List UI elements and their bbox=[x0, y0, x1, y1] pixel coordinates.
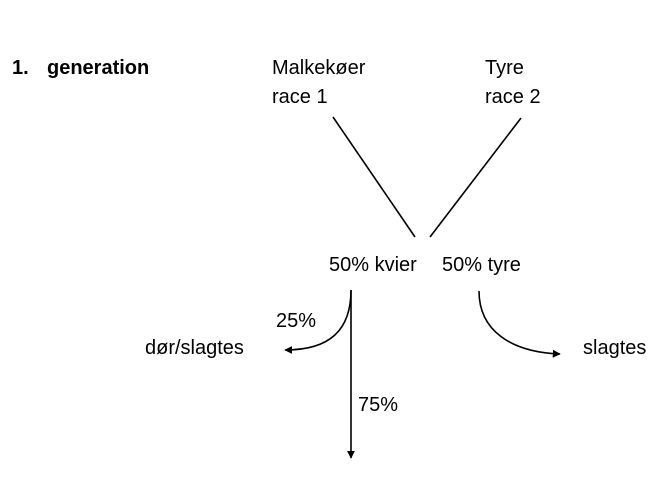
bull-slaughter-arrow bbox=[478, 290, 561, 358]
parent-left-line1: Malkekøer bbox=[272, 57, 366, 79]
heifer-keep-percent: 75% bbox=[358, 394, 399, 416]
offspring-bulls-label: 50% tyre bbox=[442, 254, 521, 276]
heifer-loss-percent: 25% bbox=[276, 310, 317, 332]
generation-number: 1. bbox=[12, 57, 29, 79]
offspring-heifers-label: 50% kvier bbox=[329, 254, 417, 276]
generation-label: generation bbox=[47, 57, 150, 79]
parent-right-connector bbox=[429, 117, 522, 238]
parent-left-connector bbox=[332, 116, 416, 238]
heifer-loss-arrow bbox=[284, 289, 352, 354]
heifer-loss-label: dør/slagtes bbox=[145, 337, 244, 359]
parent-right-line1: Tyre bbox=[485, 57, 524, 79]
bull-slaughter-label: slagtes bbox=[583, 337, 647, 359]
parent-right-line2: race 2 bbox=[485, 86, 541, 108]
parent-left-line2: race 1 bbox=[272, 86, 328, 108]
